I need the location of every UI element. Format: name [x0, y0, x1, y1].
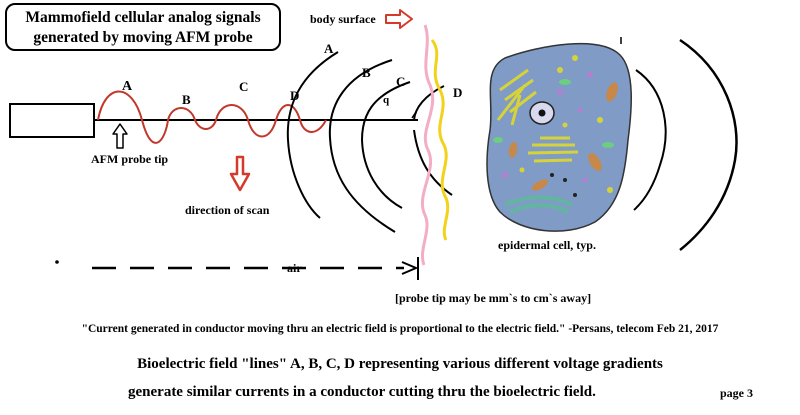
- epidermal-cell: [487, 44, 631, 231]
- probe-distance-note: [probe tip may be mm`s to cm`s away]: [395, 291, 591, 305]
- direction-of-scan-label: direction of scan: [185, 203, 270, 217]
- field-label-b: B: [362, 65, 371, 80]
- scan-direction-arrow-icon: [231, 157, 249, 190]
- probe-tip-arrow-icon: [113, 124, 127, 148]
- field-label-d: D: [453, 85, 462, 100]
- persans-quote: "Current generated in conductor moving t…: [0, 323, 800, 335]
- title-box: Mammofield cellular analog signals gener…: [5, 3, 281, 51]
- field-arc-right-1: [634, 70, 666, 210]
- air-label: air: [287, 261, 302, 275]
- air-arrow-icon: [402, 262, 416, 274]
- epidermal-cell-label: epidermal cell, typ.: [498, 238, 596, 252]
- skin-layer-yellow: [432, 40, 448, 240]
- probe-body: [10, 104, 94, 137]
- wave-label-c: C: [239, 79, 248, 94]
- caption-line-1: Bioelectric field "lines" A, B, C, D rep…: [0, 356, 800, 373]
- title-line-1: Mammofield cellular analog signals: [7, 8, 279, 28]
- probe-tip-label: AFM probe tip: [91, 152, 168, 166]
- page-number: page 3: [720, 386, 753, 401]
- field-arc-right-2: [680, 40, 737, 250]
- skin-surface-pink: [422, 25, 432, 265]
- wave-label-a: A: [122, 79, 133, 94]
- title-line-2: generated by moving AFM probe: [7, 28, 279, 48]
- air-dot: [55, 260, 59, 264]
- body-surface-arrow-icon: [386, 10, 412, 28]
- field-label-q: q: [383, 94, 390, 106]
- wave-label-b: B: [182, 92, 191, 107]
- body-surface-label: body surface: [310, 12, 376, 26]
- caption-line-2: generate similar currents in a conductor…: [128, 384, 596, 401]
- field-label-c: C: [396, 74, 405, 89]
- field-label-a: A: [324, 41, 334, 56]
